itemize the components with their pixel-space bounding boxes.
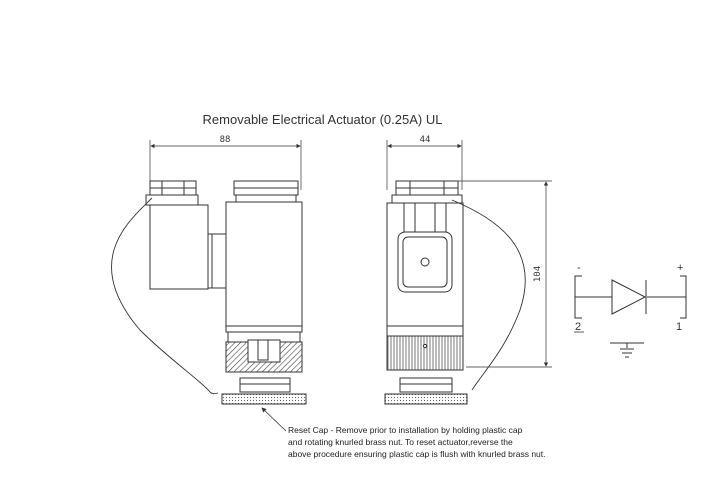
note-line-2: and rotating knurled brass nut. To reset… bbox=[288, 437, 513, 447]
note-line-3: above procedure ensuring plastic cap is … bbox=[288, 449, 546, 459]
plus-sign: + bbox=[677, 262, 683, 274]
diagram-title: Removable Electrical Actuator (0.25A) UL bbox=[202, 112, 443, 127]
diode-symbol bbox=[574, 275, 687, 358]
dim-height: 104 bbox=[533, 266, 543, 282]
reset-cap-note: Reset Cap - Remove prior to installation… bbox=[288, 424, 546, 460]
note-line-1: Reset Cap - Remove prior to installation… bbox=[288, 425, 523, 435]
terminal-2-label: 2 bbox=[575, 321, 581, 333]
minus-sign: - bbox=[577, 262, 581, 274]
front-view bbox=[111, 140, 307, 405]
dim-width-front: 88 bbox=[220, 135, 231, 145]
terminal-1-label: 1 bbox=[676, 321, 682, 333]
dim-width-side: 44 bbox=[420, 135, 431, 145]
leader-line bbox=[261, 407, 287, 432]
side-view bbox=[384, 140, 552, 405]
